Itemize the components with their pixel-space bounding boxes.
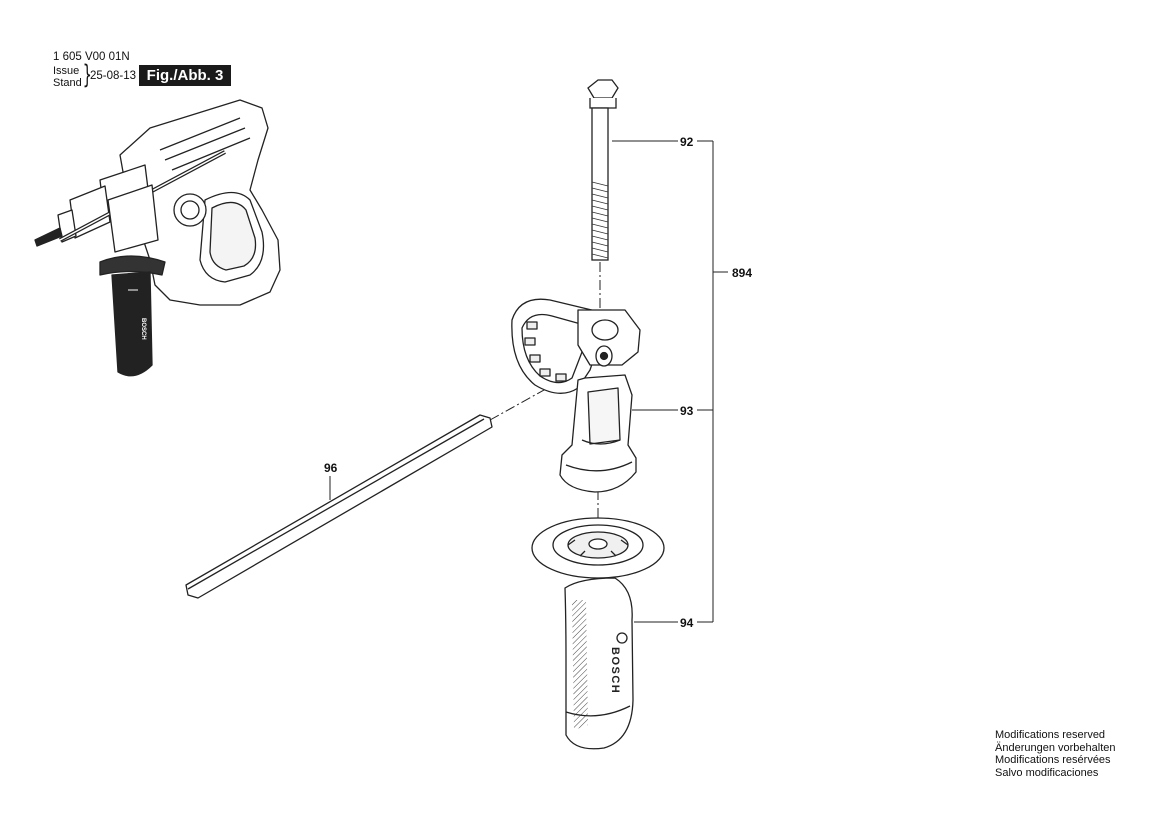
modifications-line-en: Modifications reserved (995, 729, 1106, 741)
modifications-line-fr: Modifications resérvées (995, 754, 1111, 766)
handle-brand-mark: BOSCH (609, 647, 621, 694)
part-label-94: 94 (680, 616, 694, 630)
figure-label: Fig./Abb. 3 (139, 65, 231, 86)
part-label-92: 92 (680, 135, 694, 149)
modifications-notice: Modifications reserved Änderungen vorbeh… (995, 729, 1115, 779)
leader-lines (329, 140, 728, 623)
svg-text:BOSCH: BOSCH (140, 318, 146, 340)
brace-icon: } (82, 60, 92, 90)
stand-label: Stand (53, 77, 82, 89)
part-96-depth-gauge (185, 414, 493, 599)
part-label-93: 93 (680, 404, 694, 418)
part-92-hex-bolt (587, 79, 619, 261)
rotary-hammer-overview-illustration: BOSCH (34, 99, 281, 377)
part-93-clamp-holder (511, 298, 641, 493)
part-label-96: 96 (324, 461, 338, 475)
modifications-line-de: Änderungen vorbehalten (995, 741, 1116, 754)
assembly-label-894: 894 (732, 266, 752, 280)
modifications-line-es: Salvo modificaciones (995, 766, 1099, 779)
part-94-auxiliary-handle: BOSCH (531, 517, 665, 750)
issue-date: 25-08-13 (90, 70, 137, 82)
issue-label: Issue (53, 65, 80, 77)
document-number: 1 605 V00 01N (53, 51, 130, 63)
